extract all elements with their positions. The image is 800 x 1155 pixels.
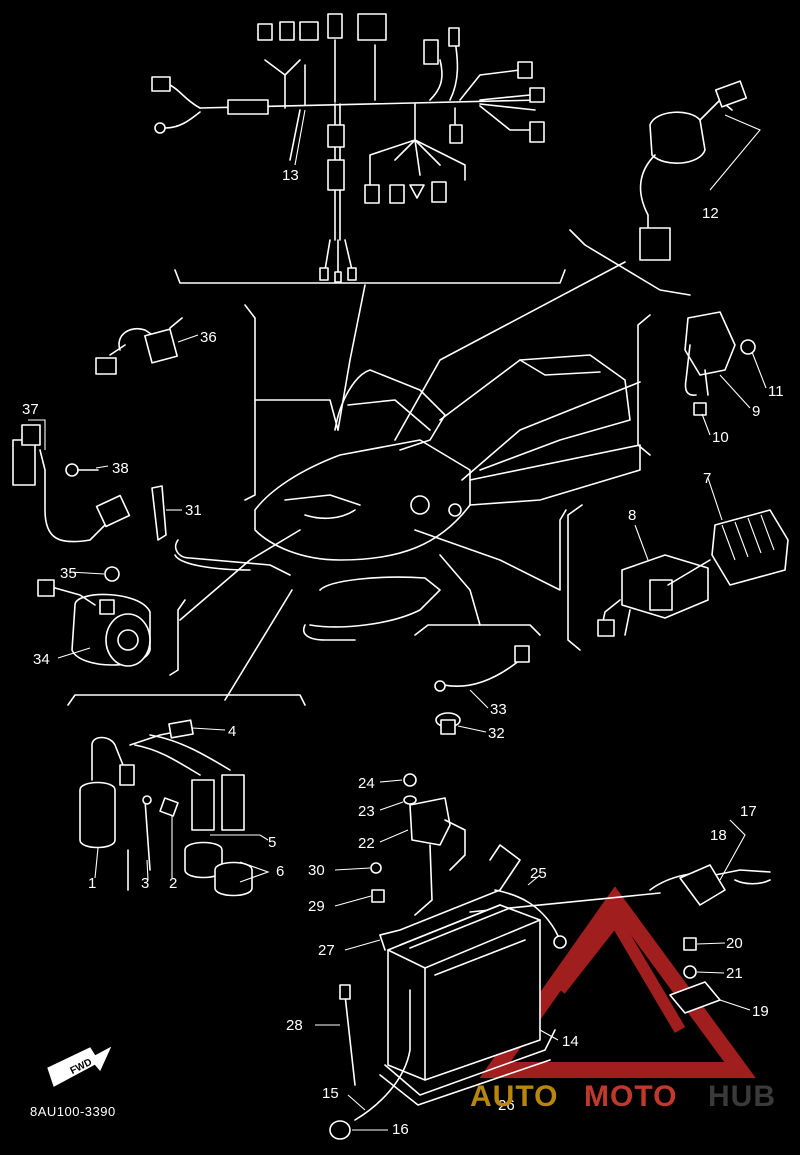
callout-17: 17 <box>740 803 757 820</box>
callout-9: 9 <box>752 403 760 420</box>
left-bracket-lower <box>169 599 186 676</box>
rectifier-7 <box>711 509 789 586</box>
sensor-lead-33 <box>434 645 530 692</box>
rectifier-group-bracket <box>567 504 583 651</box>
callout-7: 7 <box>703 470 711 487</box>
breather-pipe-28 <box>339 984 356 1086</box>
cap-16 <box>329 1120 351 1140</box>
snowmobile-body <box>174 354 641 641</box>
ignition-coil-1 <box>79 736 135 891</box>
callout-24: 24 <box>358 775 375 792</box>
callout-34: 34 <box>33 651 50 668</box>
cdi-group-bracket <box>637 314 651 456</box>
nut-24 <box>403 773 417 787</box>
cdi-unit-9 <box>684 311 736 396</box>
main-switch-12 <box>639 80 761 261</box>
starter-relay-17-18 <box>649 819 771 906</box>
watermark-auto: AUTO <box>470 1080 558 1113</box>
callout-14: 14 <box>562 1033 579 1050</box>
callout-4: 4 <box>228 723 236 740</box>
callout-28: 28 <box>286 1017 303 1034</box>
callout-1: 1 <box>88 875 96 892</box>
wire-harness-13 <box>151 13 545 283</box>
throttle-switch-37 <box>12 419 131 543</box>
leader-6 <box>239 861 270 883</box>
battery-band-25 <box>494 889 567 949</box>
callout-3: 3 <box>141 875 149 892</box>
collar-29 <box>371 889 385 903</box>
sensor-36 <box>95 317 183 375</box>
callout-20: 20 <box>726 935 743 952</box>
caps-6 <box>184 841 253 897</box>
bracket-22 <box>409 797 466 916</box>
bracket-27 <box>379 844 521 951</box>
callout-11: 11 <box>768 383 784 400</box>
callout-labels: 1 2 3 4 5 6 7 8 9 10 11 12 13 14 15 16 1… <box>22 167 784 1138</box>
harness-group-bracket <box>174 269 566 284</box>
callout-16: 16 <box>392 1121 409 1138</box>
screw-38 <box>65 463 99 477</box>
watermark-hub: HUB <box>708 1080 776 1113</box>
spark-plug-caps-5 <box>134 734 245 831</box>
callout-15: 15 <box>322 1085 339 1102</box>
nut-35 <box>104 566 120 582</box>
callout-21: 21 <box>726 965 743 982</box>
callout-leaders <box>57 109 767 1131</box>
callout-19: 19 <box>752 1003 769 1020</box>
bolt-10 <box>693 402 707 416</box>
fwd-arrow-icon <box>47 1046 112 1087</box>
callout-31: 31 <box>185 502 202 519</box>
callout-25: 25 <box>530 865 547 882</box>
callout-2: 2 <box>169 875 177 892</box>
callout-26: 26 <box>498 1097 515 1114</box>
switch-32 <box>435 712 461 735</box>
washer-23 <box>403 795 417 805</box>
callout-35: 35 <box>60 565 77 582</box>
hose-15 <box>354 989 411 1121</box>
callout-12: 12 <box>702 205 719 222</box>
callout-37: 37 <box>22 401 39 418</box>
callout-6: 6 <box>276 863 284 880</box>
callout-29: 29 <box>308 898 325 915</box>
callout-8: 8 <box>628 507 636 524</box>
left-bracket-upper <box>244 304 256 501</box>
callout-18: 18 <box>710 827 727 844</box>
callout-38: 38 <box>112 460 129 477</box>
part-31 <box>151 485 167 541</box>
lead-4 <box>129 719 194 746</box>
nut-11 <box>740 339 756 355</box>
diagram-code: 8AU100-3390 <box>30 1104 116 1119</box>
horn-34 <box>37 579 151 667</box>
leader-5 <box>210 834 269 841</box>
callout-5: 5 <box>268 834 276 851</box>
switch-group-bracket <box>569 229 691 296</box>
washer-21 <box>683 965 697 979</box>
sensor-group-bracket <box>414 624 541 636</box>
part-3 <box>142 795 152 871</box>
callout-23: 23 <box>358 803 375 820</box>
regulator-8 <box>597 554 711 637</box>
battery-14 <box>387 904 541 1081</box>
cap-20 <box>683 937 697 951</box>
plug-cap-2 <box>159 797 179 817</box>
nut-30 <box>370 862 382 874</box>
watermark-logo <box>479 886 756 1078</box>
callout-22: 22 <box>358 835 375 852</box>
callout-13: 13 <box>282 167 299 184</box>
callout-36: 36 <box>200 329 217 346</box>
callout-32: 32 <box>488 725 505 742</box>
battery-tray-26 <box>379 1029 556 1106</box>
callout-27: 27 <box>318 942 335 959</box>
callout-30: 30 <box>308 862 325 879</box>
pointer-lines <box>179 261 661 913</box>
watermark-wordmark: AUTO MOTO HUB <box>470 1080 776 1113</box>
callout-10: 10 <box>712 429 729 446</box>
callout-33: 33 <box>490 701 507 718</box>
ignition-group-bracket <box>67 694 306 706</box>
watermark-moto: MOTO <box>584 1080 677 1113</box>
